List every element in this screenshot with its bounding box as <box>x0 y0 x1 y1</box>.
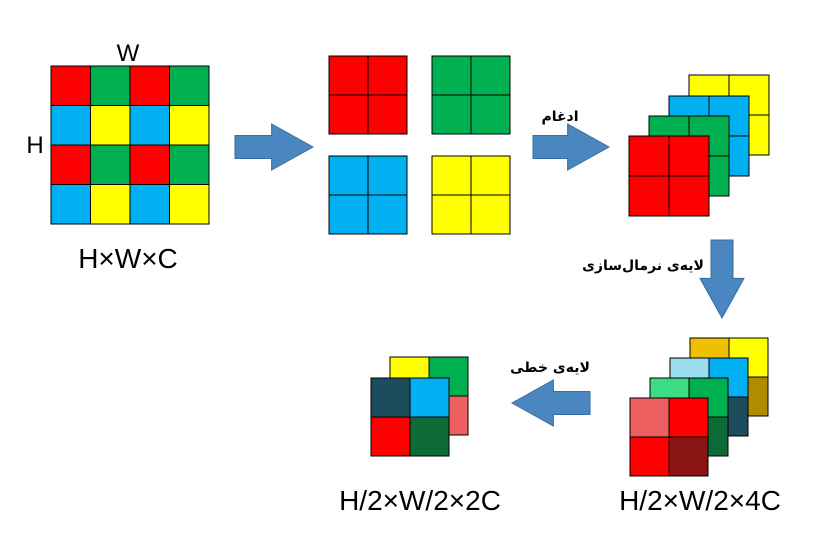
arrow-left-icon <box>510 379 591 427</box>
arrow-shape <box>699 239 745 320</box>
input-cell <box>169 144 210 185</box>
block-cell <box>409 416 450 457</box>
block-cell <box>367 155 408 196</box>
width-label: W <box>117 40 140 67</box>
arrow-down-icon <box>699 239 745 320</box>
block-cell <box>328 55 369 96</box>
block-cell <box>431 194 472 235</box>
block-cell <box>328 194 369 235</box>
input-cell <box>90 144 131 185</box>
block-cell <box>370 416 411 457</box>
arrow-shape <box>234 123 315 171</box>
normalized-shape-label: H/2×W/2×4C <box>619 485 781 516</box>
input-cell <box>169 105 210 146</box>
input-shape-label: H×W×C <box>78 243 178 274</box>
block-cell <box>470 94 511 135</box>
input-cell <box>90 65 131 106</box>
block-cell <box>431 155 472 196</box>
input-cell <box>129 105 170 146</box>
split-group-green <box>431 55 511 135</box>
linear-label: لایه‌ی خطی <box>510 360 590 376</box>
block-cell <box>328 155 369 196</box>
split-group-red <box>328 55 408 135</box>
block-cell <box>668 135 710 177</box>
input-cell <box>169 65 210 106</box>
output-front-layer <box>370 377 450 457</box>
normalized-stack <box>629 337 769 477</box>
concatenated-stack <box>628 74 770 217</box>
split-groups <box>328 55 511 235</box>
block-cell <box>328 94 369 135</box>
concat-layer-red <box>628 135 710 217</box>
input-cell <box>50 105 91 146</box>
arrow-right-icon <box>234 123 315 171</box>
norm-label: لایه‌ی نرمال‌سازی <box>582 258 704 274</box>
input-cell <box>90 184 131 225</box>
output-stack <box>370 356 469 457</box>
block-cell <box>431 55 472 96</box>
block-cell <box>367 94 408 135</box>
block-cell <box>431 94 472 135</box>
block-cell <box>470 155 511 196</box>
input-cell <box>90 105 131 146</box>
input-cell <box>129 184 170 225</box>
block-cell <box>668 175 710 217</box>
arrow-shape <box>532 123 611 171</box>
block-cell <box>629 397 670 438</box>
height-label: H <box>26 132 43 159</box>
block-cell <box>470 55 511 96</box>
input-cell <box>50 65 91 106</box>
input-cell <box>129 144 170 185</box>
input-feature-map: W H H×W×C <box>26 40 210 274</box>
arrow-shape <box>510 379 591 427</box>
block-cell <box>370 377 411 418</box>
arrow-right-icon <box>532 123 611 171</box>
output-shape-label: H/2×W/2×2C <box>339 485 501 516</box>
norm-layer-red <box>629 397 709 477</box>
block-cell <box>628 135 670 177</box>
input-cell <box>129 65 170 106</box>
block-cell <box>409 377 450 418</box>
input-cell <box>50 184 91 225</box>
merge-label: ادغام <box>541 109 578 125</box>
block-cell <box>367 55 408 96</box>
block-cell <box>628 175 670 217</box>
block-cell <box>629 436 670 477</box>
block-cell <box>668 436 709 477</box>
input-cell <box>169 184 210 225</box>
block-cell <box>668 397 709 438</box>
block-cell <box>470 194 511 235</box>
input-grid <box>50 65 210 225</box>
block-cell <box>367 194 408 235</box>
split-group-blue <box>328 155 408 235</box>
split-group-yellow <box>431 155 511 235</box>
input-cell <box>50 144 91 185</box>
